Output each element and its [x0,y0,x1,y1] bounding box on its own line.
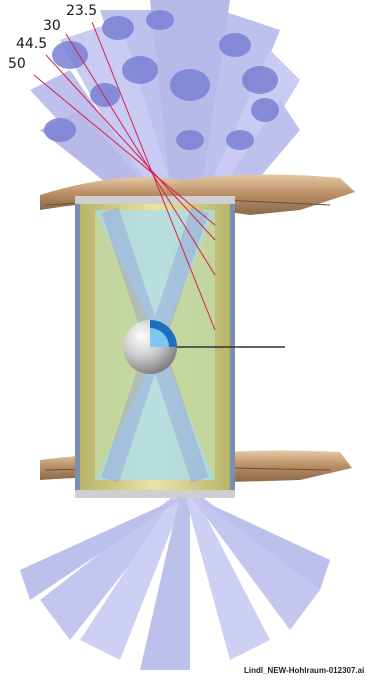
angle-label-44-5: 44.5 [16,37,47,51]
angle-label-30: 30 [43,19,61,33]
angle-label-50: 50 [8,57,26,71]
lower-beam-cone [20,495,330,670]
file-name-label: Lindl_NEW-Hohlraum-012307.ai [244,666,364,675]
angle-label-23-5: 23.5 [66,4,97,18]
